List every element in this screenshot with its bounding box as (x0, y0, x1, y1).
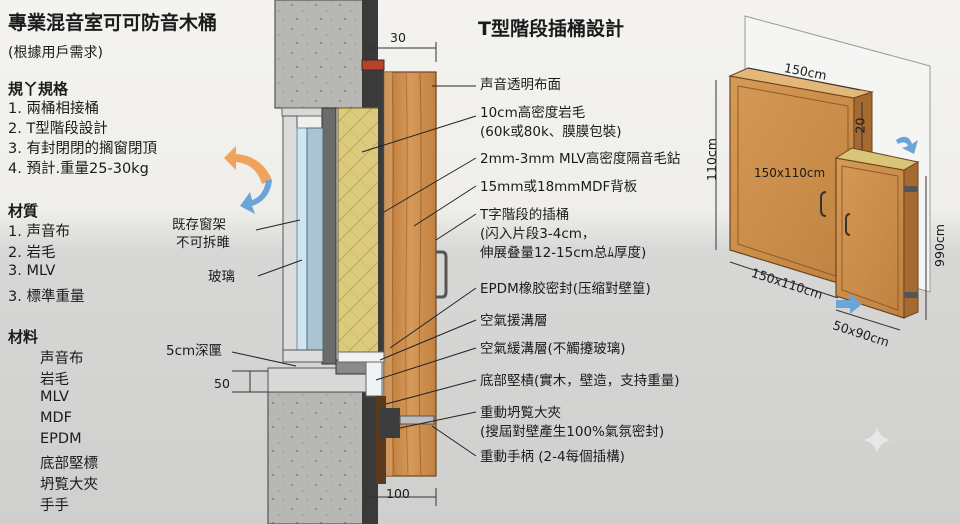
iso-dim-small-top: 20 (852, 117, 868, 134)
dim-top: 30 (390, 30, 406, 45)
mlv-layer (378, 60, 384, 360)
iso-dim-right: 990cm (931, 224, 947, 267)
materials-item: 手手 (40, 498, 69, 514)
rock-wool-layer (337, 107, 385, 353)
dimension-lines (232, 42, 437, 506)
materials-item: 底部堅標 (40, 456, 98, 472)
section-title: T型階段插桶設計 (478, 18, 624, 40)
iso-arrow-down (836, 294, 862, 314)
callout-epdm: EPDM橡胶密封(压缩對壁篁) (480, 281, 651, 297)
window-frame-label: 不可拆雎 (176, 235, 230, 251)
rotate-arrow-blue (240, 180, 272, 214)
iso-dim-left: 110cm (703, 138, 719, 181)
iso-dimension-lines (715, 67, 927, 331)
spec-item: 2. T型階段設計 (8, 121, 108, 137)
material-item: 3. MLV (8, 263, 56, 279)
dim-left: 50 (214, 376, 230, 391)
callout-air-gap-2: 空氣緩溝層(不觸攓玻璃) (480, 341, 626, 357)
air-gap-lower (365, 361, 383, 397)
air-gap-layer (337, 351, 385, 363)
material-item: 3. 標準重量 (8, 289, 85, 305)
callout-rockwool: 10cm高密度岩毛 (60k或80k、膜膜包裝) (480, 105, 622, 140)
bottom-block (376, 396, 386, 484)
page-title: 專業混音室可可防音木桶 (8, 12, 218, 34)
top-seal (361, 59, 385, 71)
sill-label: 5cm深匰 (166, 343, 223, 359)
materials-heading: 材料 (8, 328, 39, 346)
clamp-block (380, 408, 400, 438)
window-frame (281, 107, 337, 365)
materials-item: 声音布 (40, 351, 84, 367)
callout-fabric: 声音透明布面 (480, 77, 561, 93)
concrete-wall-bottom (267, 391, 377, 524)
rotate-arrow-orange (224, 146, 272, 184)
materials-item: MDF (40, 410, 73, 426)
iso-small-box (834, 147, 920, 319)
dim-bottom: 100 (386, 486, 410, 501)
leader-lines (231, 85, 477, 457)
spec-item: 1. 兩桶相接桶 (8, 101, 99, 117)
concrete-wall-top (274, 0, 368, 109)
materials-item: 岩毛 (40, 372, 69, 388)
material-heading: 材質 (8, 202, 39, 220)
glass-label: 玻璃 (208, 269, 235, 285)
callout-bottom-block: 底部堅樍(實木，壁造，支持重量) (480, 373, 680, 389)
window-frame-label: 既存窗架 (172, 217, 226, 233)
clamp-rod (399, 415, 435, 425)
callout-handle: 重動手柄 (2-4每個插構) (480, 449, 625, 465)
iso-dim-panel: 150x110cm (754, 166, 826, 180)
page-subtitle: (根據用戶需求) (8, 45, 103, 61)
sparkle-icon (863, 426, 891, 454)
panel-handle (436, 250, 448, 299)
spec-heading: 規丫規格 (8, 80, 69, 98)
materials-item: MLV (40, 389, 69, 405)
callout-t-plug: T字階段的插桶 (闪入片段3-4cm， 伸展叠量12-15cm总ﾑ厚度) (480, 207, 647, 261)
material-item: 1. 声音布 (8, 224, 70, 240)
material-item: 2. 岩毛 (8, 245, 56, 261)
materials-item: 坍覧大夾 (40, 477, 98, 493)
callout-mlv: 2mm-3mm MLV高密度隔音毛鉆 (480, 151, 681, 167)
spec-item: 3. 有封閉閉的搁窗閉頂 (8, 141, 157, 157)
window-sill (267, 359, 377, 393)
spec-item: 4. 預計.重量25-30kg (8, 161, 149, 177)
callout-clamp: 重動坍覧大夾 (搜屆對壁產生100%氣氛密封) (480, 405, 665, 440)
callout-mdf: 15mm或18mmMDF背板 (480, 179, 638, 195)
callout-air-gap-1: 空氣援溝層 (480, 313, 548, 329)
materials-item: EPDM (40, 431, 82, 447)
iso-arrow-up (896, 136, 918, 154)
